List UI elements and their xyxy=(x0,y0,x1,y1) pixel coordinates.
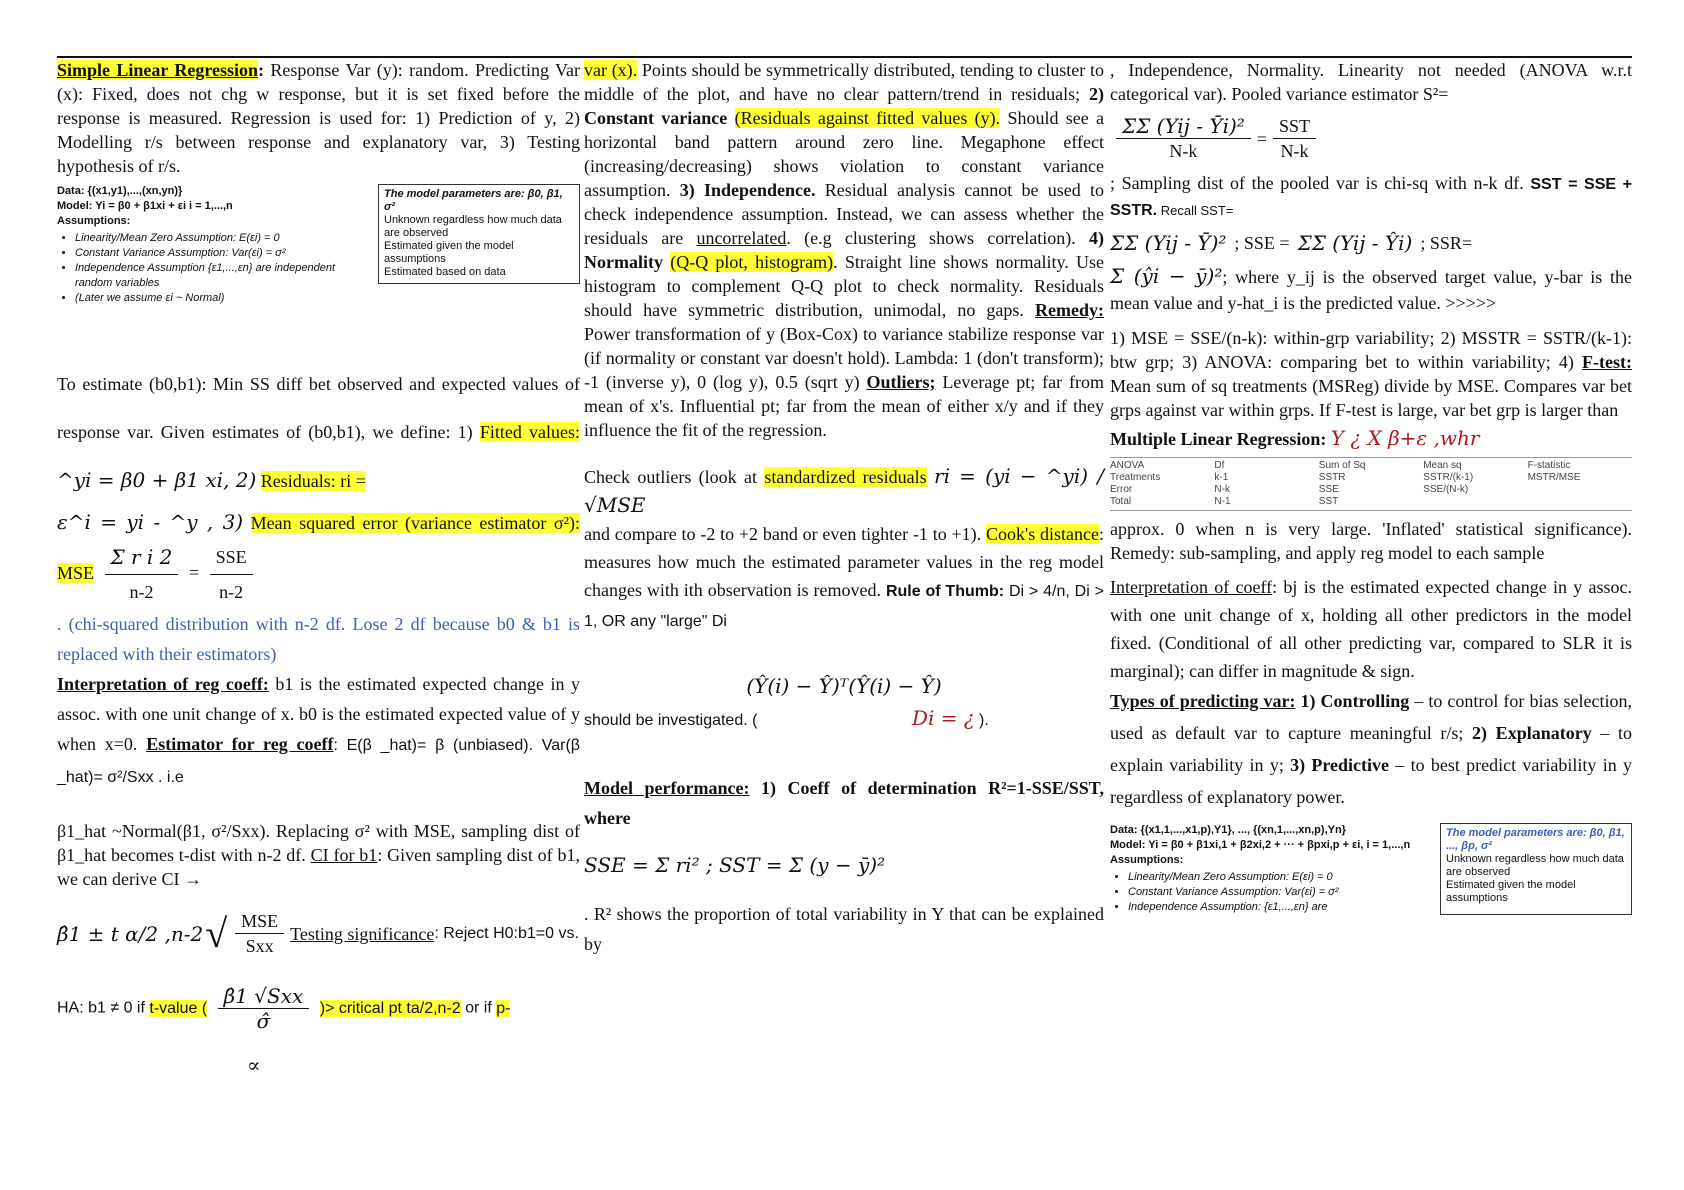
sse-sst-formula: SSE = Σ ri² ; SST = Σ (y − ȳ)² xyxy=(584,853,886,877)
var-x-label: var (x). xyxy=(584,60,638,80)
mlr-assumptions-figure: Data: {(x1,1,...,x1,p),Y1}, ..., {(xn,1,… xyxy=(1110,823,1632,915)
model-performance-title: Model performance: xyxy=(584,778,750,798)
mlr-assumption: Independence Assumption: {ε1,...,εn} are xyxy=(1128,900,1432,915)
column-3: , Independence, Normality. Linearity not… xyxy=(1110,58,1632,925)
ha-paragraph: HA: b1 ≠ 0 if t-value ( β̂1 √Sxx σ̂ )> c… xyxy=(57,984,511,1033)
slr-assumptions-label: Assumptions: xyxy=(57,215,131,227)
r2-shows-paragraph: . R² shows the proportion of total varia… xyxy=(584,904,1104,954)
slr-assumptions-figure: Data: {(x1,y1),...,(xn,yn)} Model: Yi = … xyxy=(57,184,580,306)
mlr-line: Multiple Linear Regression: Y ¿ X β+ε ,w… xyxy=(1110,426,1480,450)
var-paragraph: var (x). Points should be symmetrically … xyxy=(584,60,1105,440)
sampling-dist-paragraph: ; Sampling dist of the pooled var is chi… xyxy=(1110,173,1633,219)
normality-title: 4) Normality xyxy=(584,228,1104,272)
ssr-paragraph: Σ (ŷi − ȳ)²; where y_ij is the observed … xyxy=(1110,264,1632,313)
fitted-values-label: Fitted values: xyxy=(479,422,580,442)
residual-paragraph: ε^i = yi - ^y , 3) Mean squared error (v… xyxy=(57,505,580,609)
fitted-formula: ^yi = β0 + β1 xi, 2) xyxy=(57,468,257,492)
beta-dist-paragraph: β1_hat ~Normal(β1, σ²/Sxx). Replacing σ²… xyxy=(57,821,580,889)
interpretation-paragraph: Interpretation of reg coeff: b1 is the e… xyxy=(57,674,580,786)
mlr-assumption: Linearity/Mean Zero Assumption: E(εi) = … xyxy=(1128,870,1432,885)
check-outliers-paragraph: Check outliers (look at standardized res… xyxy=(584,464,1105,517)
cooks-formula: (Ŷ(i) − Ŷ)ᵀ(Ŷ(i) − Ŷ) xyxy=(746,674,942,698)
f-test-title: F-test: xyxy=(1582,352,1632,372)
top-rule xyxy=(57,56,1632,58)
mse-ftest-paragraph: 1) MSE = SSE/(n-k): within-grp variabili… xyxy=(1110,328,1632,420)
mlr-assumptions-label: Assumptions: xyxy=(1110,854,1184,866)
estimate-paragraph: To estimate (b0,b1): Min SS diff bet obs… xyxy=(57,374,580,492)
slr-assumption: Constant Variance Assumption: Var(εi) = … xyxy=(75,246,370,261)
pooled-variance-formula: ΣΣ (Yij - Ȳi)² N-k = SST N-k xyxy=(1110,114,1632,163)
anova-intro: , Independence, Normality. Linearity not… xyxy=(1110,60,1632,104)
intro-text: Response Var (y): random. Predicting Var… xyxy=(57,60,580,176)
investigate-line: should be investigated. ( Di = ¿ ). xyxy=(584,706,989,730)
column-2: var (x). Points should be symmetrically … xyxy=(584,58,1104,959)
slr-assumption: Independence Assumption {ε1,...,εn} are … xyxy=(75,261,370,291)
residual-formula: ε^i = yi - ^y , 3) xyxy=(57,510,244,534)
mlr-model-line: Model: Yi = β0 + β1xi,1 + β2xi,2 + ··· +… xyxy=(1110,839,1411,851)
interp-coeff-title: Interpretation of coeff xyxy=(1110,577,1273,597)
mlr-title: Multiple Linear Regression: xyxy=(1110,429,1327,449)
mlr-params-box: The model parameters are: β0, β1, ..., β… xyxy=(1440,823,1632,915)
slr-model-line: Model: Yi = β0 + β1xi + εi i = 1,...,n xyxy=(57,200,233,212)
model-performance-paragraph: Model performance: 1) Coeff of determina… xyxy=(584,778,1104,828)
types-title: Types of predicting var: xyxy=(1110,691,1296,711)
independence-title: 3) Independence. xyxy=(679,180,816,200)
estimator-title: Estimator for reg coeff xyxy=(146,734,334,754)
slr-data-line: Data: {(x1,y1),...,(xn,yn)} xyxy=(57,185,183,197)
std-res-formula: ri = (yi − ^yi) / √MSE xyxy=(584,464,1105,517)
residuals-label: Residuals: ri = xyxy=(260,471,366,491)
slr-params-box: The model parameters are: β0, β1, σ² Unk… xyxy=(378,184,580,284)
t-value-label: t-value ( xyxy=(149,999,208,1017)
interp-coeff-paragraph: Interpretation of coeff: bj is the estim… xyxy=(1110,577,1632,681)
cooks-paragraph: and compare to -2 to +2 band or even tig… xyxy=(584,524,1104,630)
section-title-slr: Simple Linear Regression xyxy=(57,60,259,80)
ci-title: CI for b1 xyxy=(310,845,378,865)
cooks-distance: Cook's distance xyxy=(985,524,1099,544)
approx-paragraph: approx. 0 when n is very large. 'Inflate… xyxy=(1110,519,1632,563)
mlr-assumption: Constant Variance Assumption: Var(εi) = … xyxy=(1128,885,1432,900)
sse-fraction: SSE n-2 xyxy=(209,540,253,609)
ss-formulas: ΣΣ (Yij - Ȳ)² ; SSE = ΣΣ (Yij - Ŷi) ; SS… xyxy=(1110,231,1473,255)
chi-squared-note: . (chi-squared distribution with n-2 df.… xyxy=(57,614,580,664)
remedy-title: Remedy: xyxy=(1035,300,1104,320)
ci-formula: β̂1 ± t α/2 ,n-2 √ MSE Sxx Testing signi… xyxy=(57,910,579,956)
t-stat-fraction: β̂1 √Sxx σ̂ xyxy=(217,984,310,1033)
column-1: Simple Linear Regression: Response Var (… xyxy=(57,58,580,1077)
constant-variance-title: 2) Constant variance xyxy=(584,84,1104,128)
rule-of-thumb-title: Rule of Thumb: xyxy=(885,583,1005,600)
intro-paragraph: Simple Linear Regression: Response Var (… xyxy=(57,60,580,176)
testing-title: Testing significance xyxy=(290,923,435,944)
anova-table: ANOVA Df Sum of Sq Mean sq F-statistic T… xyxy=(1110,457,1632,511)
types-paragraph: Types of predicting var: 1) Controlling … xyxy=(1110,691,1632,807)
interp-title: Interpretation of reg coeff: xyxy=(57,674,269,694)
mlr-data-line: Data: {(x1,1,...,x1,p),Y1}, ..., {(xn,1,… xyxy=(1110,824,1346,836)
slr-assumption: Linearity/Mean Zero Assumption: E(εi) = … xyxy=(75,231,370,246)
critical-label: )> critical pt ta/2,n-2 xyxy=(319,999,461,1017)
slr-assumption: (Later we assume εi ~ Normal) xyxy=(75,291,370,306)
outliers-title: Outliers; xyxy=(866,372,936,392)
alpha-symbol: ∝ xyxy=(247,1053,261,1077)
standardized-residuals: standardized residuals xyxy=(764,467,927,487)
mse-fraction: Σ r i 2 n-2 xyxy=(104,540,179,609)
